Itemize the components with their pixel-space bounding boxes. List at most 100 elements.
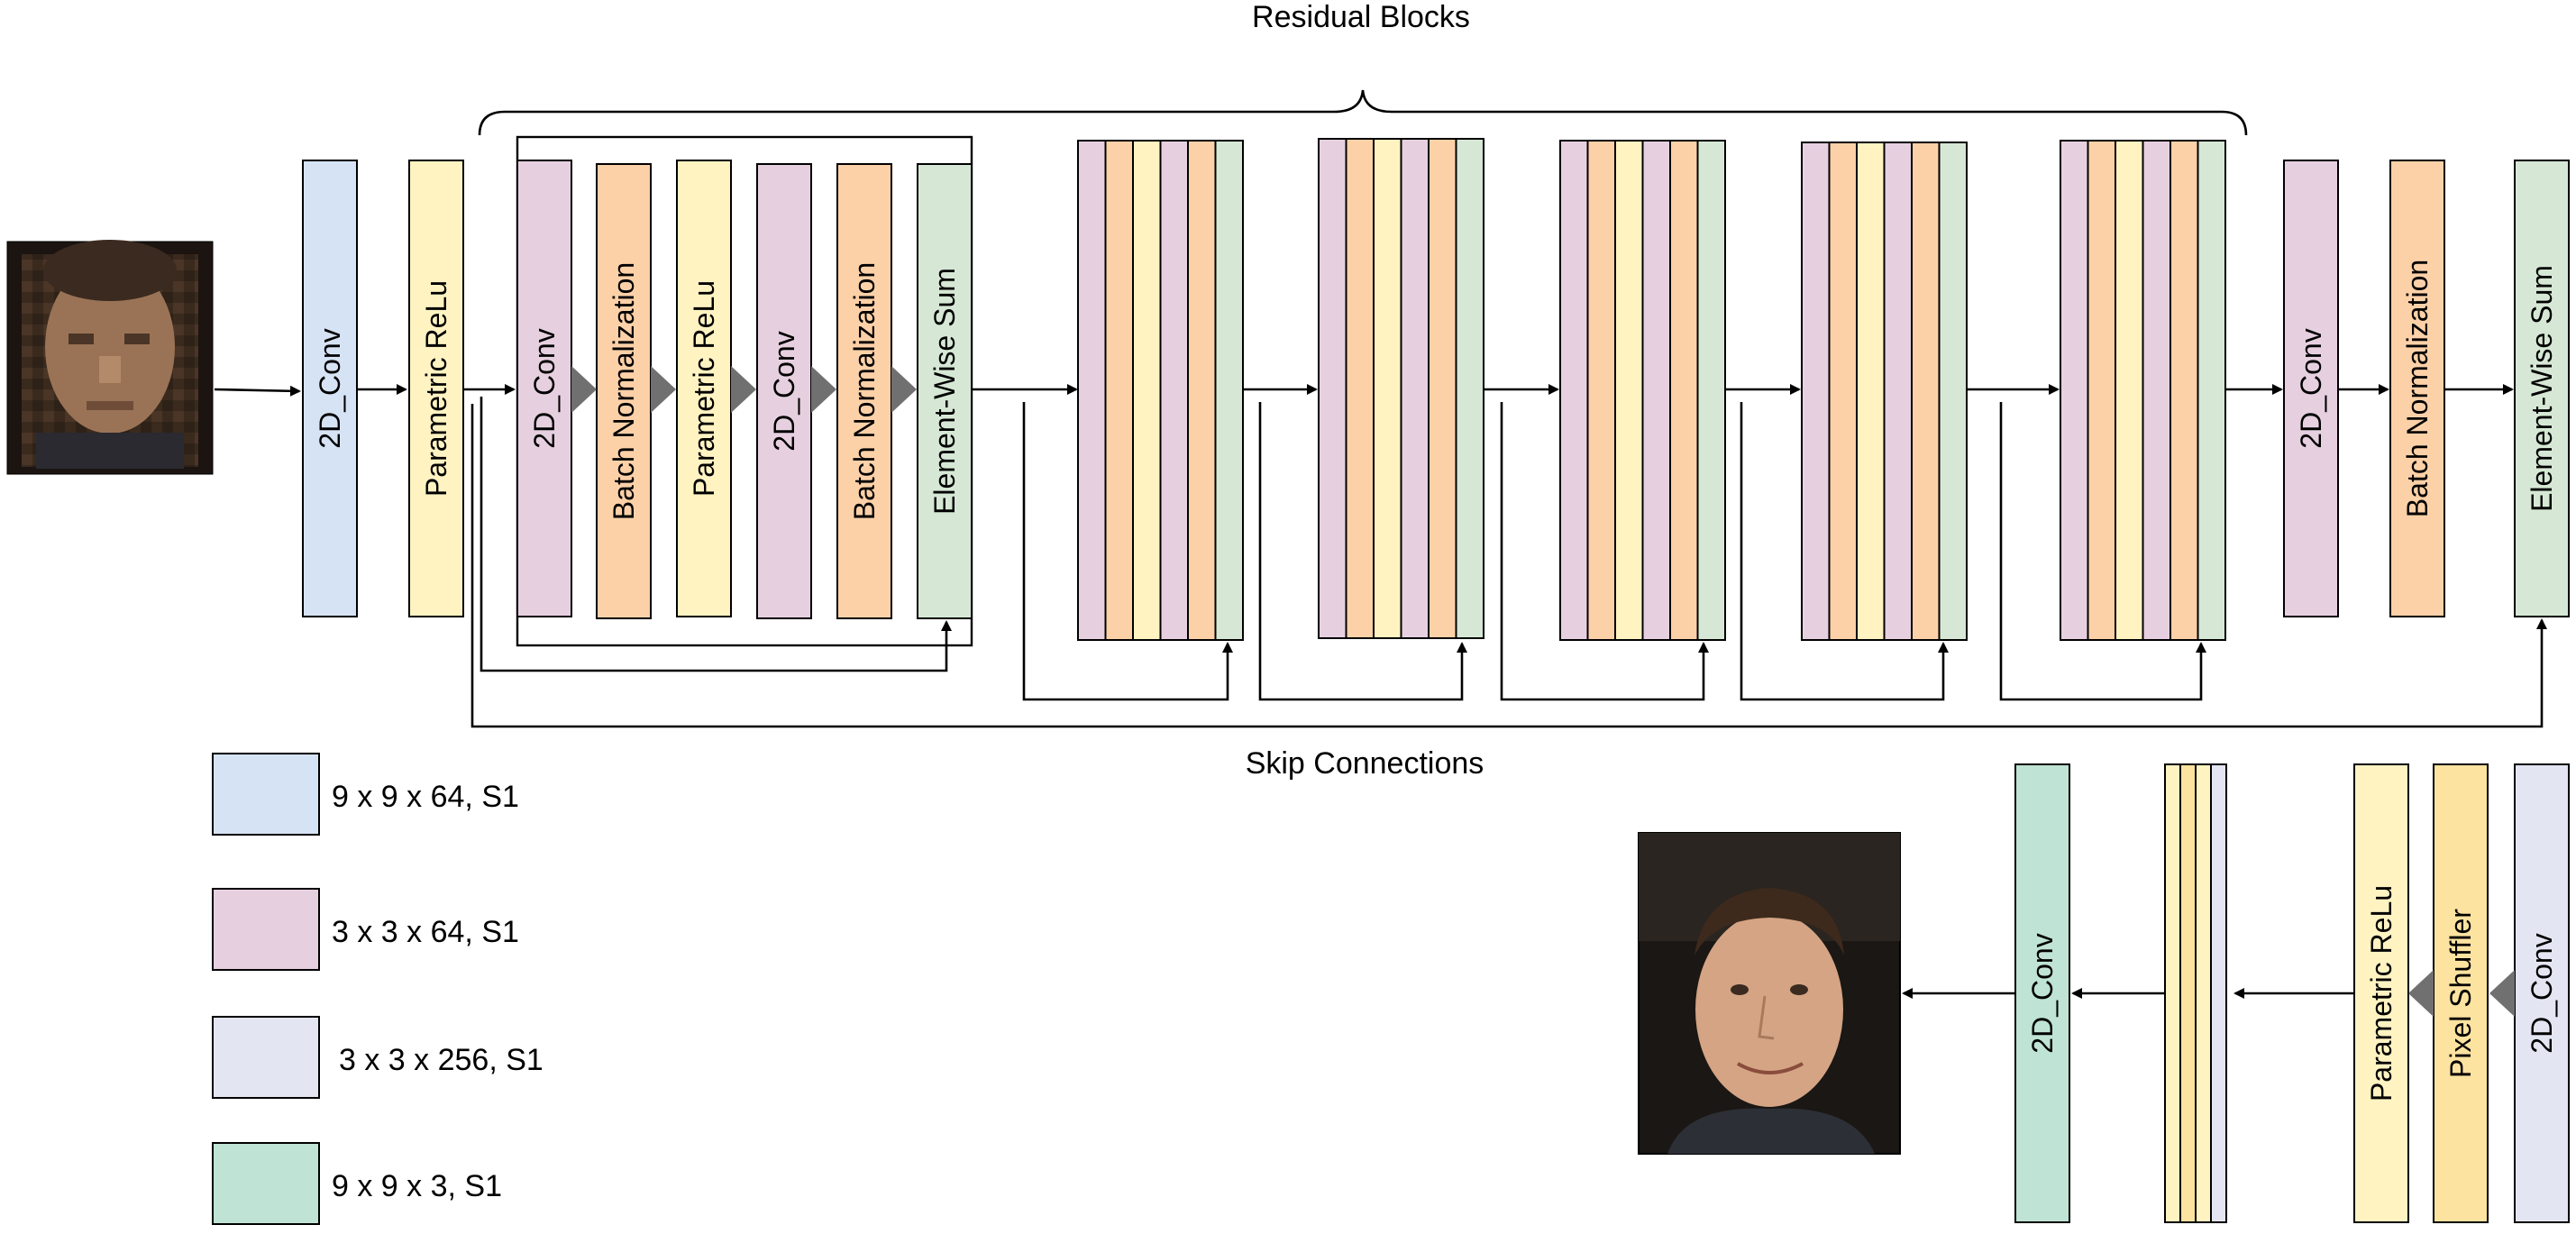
upsample-compact-stripe-1 xyxy=(2164,763,2181,1223)
rb-prelu: Parametric ReLu xyxy=(676,160,732,617)
residual-block-3 xyxy=(1318,138,1484,639)
rb-flow-triangle-3 xyxy=(731,366,756,413)
legend-item-9-x-9-x-3-s1: 9 x 9 x 3, S1 xyxy=(212,1142,502,1225)
input-prelu-layer: Parametric ReLu xyxy=(408,160,464,617)
rb-conv-2-label: 2D_Conv xyxy=(768,331,800,451)
long-skip-connection xyxy=(470,404,2547,728)
residual-block-5-stripe-5 xyxy=(1911,142,1941,641)
pixel-shuffler-layer: Pixel Shuffler xyxy=(2433,763,2489,1223)
legend-swatch xyxy=(212,1016,320,1099)
legend-text: 9 x 9 x 64, S1 xyxy=(332,780,519,814)
post-conv-layer-label: 2D_Conv xyxy=(2295,328,2327,448)
residual-block-2-stripe-1 xyxy=(1077,140,1107,641)
residual-blocks-label: Residual Blocks xyxy=(1252,0,1470,34)
residual-block-3-stripe-4 xyxy=(1400,138,1430,639)
legend-text: 3 x 3 x 256, S1 xyxy=(339,1043,544,1077)
residual-block-4-stripe-3 xyxy=(1614,140,1644,641)
residual-block-6-stripe-4 xyxy=(2142,140,2171,641)
post-batchnorm-layer-label: Batch Normalization xyxy=(2401,260,2434,517)
residual-block-6 xyxy=(2060,140,2226,641)
rb-batchnorm-1: Batch Normalization xyxy=(596,163,652,619)
rb-flow-triangle-1 xyxy=(571,366,597,413)
rb-flow-triangle-4 xyxy=(811,366,836,413)
upsample-compact-stripe-2 xyxy=(2179,763,2197,1223)
rb3-skip-connection xyxy=(1258,402,1467,701)
residual-block-3-stripe-6 xyxy=(1455,138,1484,639)
residual-block-3-stripe-3 xyxy=(1373,138,1402,639)
legend-text: 3 x 3 x 64, S1 xyxy=(332,915,519,949)
rb1-skip-connection xyxy=(480,397,952,672)
input-conv-layer-label: 2D_Conv xyxy=(314,328,346,448)
pixel-shuffler-layer-label: Pixel Shuffler xyxy=(2444,909,2477,1078)
upsample-triangle-1 xyxy=(2489,970,2515,1017)
residual-block-3-stripe-1 xyxy=(1318,138,1347,639)
residual-block-4-stripe-4 xyxy=(1641,140,1671,641)
output-image xyxy=(1638,832,1901,1155)
rb-conv-1: 2D_Conv xyxy=(516,160,572,617)
legend-swatch xyxy=(212,888,320,971)
legend-text: 9 x 9 x 3, S1 xyxy=(332,1169,502,1203)
legend-item-3-x-3-x-256-s1: 3 x 3 x 256, S1 xyxy=(212,1016,544,1099)
residual-block-6-stripe-1 xyxy=(2060,140,2089,641)
residual-block-4-stripe-2 xyxy=(1586,140,1616,641)
post-batchnorm-layer: Batch Normalization xyxy=(2389,160,2445,617)
rb5-skip-connection xyxy=(1740,402,1949,701)
legend-swatch xyxy=(212,753,320,836)
post-element-wise-sum-layer: Element-Wise Sum xyxy=(2514,160,2570,617)
upsample-conv-layer: 2D_Conv xyxy=(2514,763,2570,1223)
rb-element-wise-sum: Element-Wise Sum xyxy=(917,163,973,619)
residual-block-2-stripe-6 xyxy=(1214,140,1244,641)
residual-block-6-stripe-5 xyxy=(2170,140,2199,641)
residual-block-4-stripe-1 xyxy=(1559,140,1589,641)
residual-blocks-brace xyxy=(478,89,2248,136)
residual-block-5-stripe-6 xyxy=(1938,142,1968,641)
legend-swatch xyxy=(212,1142,320,1225)
output-conv-layer: 2D_Conv xyxy=(2014,763,2070,1223)
rb-prelu-label: Parametric ReLu xyxy=(688,280,720,497)
connections xyxy=(214,384,2547,999)
residual-block-4 xyxy=(1559,140,1726,641)
rb-flow-triangle-5 xyxy=(891,366,917,413)
legend: 9 x 9 x 64, S1 3 x 3 x 64, S1 3 x 3 x 256,… xyxy=(212,753,544,1225)
post-conv-layer: 2D_Conv xyxy=(2283,160,2339,617)
rb-element-wise-sum-label: Element-Wise Sum xyxy=(928,268,961,515)
rb-flow-triangle-2 xyxy=(651,366,676,413)
input-conv-layer: 2D_Conv xyxy=(302,160,358,617)
residual-block-2-stripe-4 xyxy=(1159,140,1189,641)
residual-block-6-stripe-6 xyxy=(2197,140,2226,641)
upsample-compact-block xyxy=(2164,763,2227,1223)
upsample-compact-stripe-3 xyxy=(2195,763,2212,1223)
rb-batchnorm-2-label: Batch Normalization xyxy=(848,262,881,520)
rb4-skip-connection xyxy=(1500,402,1709,701)
rb-conv-1-label: 2D_Conv xyxy=(528,328,561,448)
input-prelu-layer-label: Parametric ReLu xyxy=(420,280,452,497)
residual-block-4-stripe-6 xyxy=(1696,140,1726,641)
legend-item-3-x-3-x-64-s1: 3 x 3 x 64, S1 xyxy=(212,888,519,971)
rb-batchnorm-2: Batch Normalization xyxy=(836,163,892,619)
residual-block-3-stripe-5 xyxy=(1428,138,1457,639)
residual-block-3-stripe-2 xyxy=(1345,138,1375,639)
upsample-conv-layer-label: 2D_Conv xyxy=(2526,933,2558,1053)
upsample-triangle-2 xyxy=(2408,970,2434,1017)
rb6-skip-connection xyxy=(1999,402,2206,701)
residual-block-2-stripe-3 xyxy=(1132,140,1162,641)
residual-block-2-stripe-5 xyxy=(1187,140,1217,641)
residual-block-5-stripe-2 xyxy=(1828,142,1858,641)
residual-block-2 xyxy=(1077,140,1244,641)
upsample-compact-stripe-4 xyxy=(2210,763,2227,1223)
arrow-input-to-conv xyxy=(214,385,301,397)
residual-block-6-stripe-2 xyxy=(2087,140,2116,641)
upsample-prelu-layer: Parametric ReLu xyxy=(2353,763,2409,1223)
post-element-wise-sum-layer-label: Element-Wise Sum xyxy=(2526,265,2558,512)
rb-batchnorm-1-label: Batch Normalization xyxy=(607,262,640,520)
rb-conv-2: 2D_Conv xyxy=(756,163,812,619)
legend-item-9-x-9-x-64-s1: 9 x 9 x 64, S1 xyxy=(212,753,519,836)
residual-block-5-stripe-1 xyxy=(1801,142,1831,641)
residual-block-6-stripe-3 xyxy=(2115,140,2144,641)
residual-block-4-stripe-5 xyxy=(1669,140,1699,641)
residual-block-2-stripe-2 xyxy=(1104,140,1134,641)
residual-block-5 xyxy=(1801,142,1968,641)
residual-block-5-stripe-3 xyxy=(1856,142,1886,641)
